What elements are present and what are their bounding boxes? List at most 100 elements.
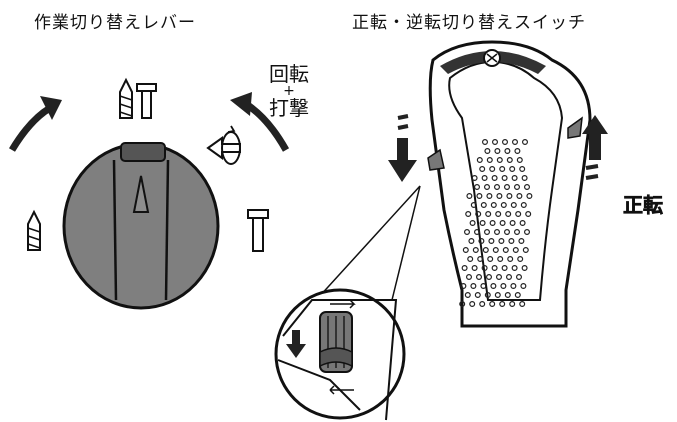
- grip-dot: [520, 283, 527, 290]
- rotation-hammer-icon: [206, 125, 241, 165]
- grip-dot: [511, 139, 518, 146]
- grip-dot: [519, 301, 526, 308]
- rotation-text: 回転: [269, 62, 309, 86]
- grip-dot: [511, 175, 518, 182]
- grip-dot: [497, 256, 504, 263]
- dial-top-tab: [120, 142, 166, 162]
- grip-dot: [466, 274, 473, 281]
- grip-dot: [504, 292, 511, 299]
- grip-dot: [466, 193, 473, 200]
- grip-dot: [468, 238, 475, 245]
- grip-dot: [479, 166, 486, 173]
- grip-dot: [484, 229, 491, 236]
- grip-dot: [477, 256, 484, 263]
- grip-dot: [511, 265, 518, 272]
- grip-dot: [494, 148, 501, 155]
- grip-dot: [486, 193, 493, 200]
- grip-dot: [479, 301, 486, 308]
- grip-dot: [509, 166, 516, 173]
- grip-dot: [499, 166, 506, 173]
- grip-dot: [487, 256, 494, 263]
- grip-dot-pattern: [459, 139, 533, 308]
- grip-dot: [500, 202, 507, 209]
- bolt-icon: [136, 83, 157, 119]
- grip-dot: [525, 211, 532, 218]
- down-arrow-icon: [388, 114, 417, 182]
- grip-dot: [514, 292, 521, 299]
- screw-slot: [486, 53, 498, 63]
- grip-dot: [489, 220, 496, 227]
- grip-dot: [496, 274, 503, 281]
- rotation-impact-label: 回転 + 打撃: [269, 64, 309, 119]
- grip-dot: [464, 229, 471, 236]
- grip-dot: [494, 292, 501, 299]
- grip-dot: [526, 193, 533, 200]
- grip-dot: [494, 229, 501, 236]
- grip-dot: [506, 193, 513, 200]
- bolt-icon: [247, 209, 269, 252]
- right-curved-arrow: [244, 101, 290, 152]
- grip-dot: [502, 139, 509, 146]
- grip-dot: [485, 211, 492, 218]
- grip-dot: [502, 247, 509, 254]
- grip-dot: [523, 229, 530, 236]
- tool-handle-outline: [428, 40, 592, 328]
- grip-dot: [481, 265, 488, 272]
- switch-left-nub: [427, 148, 445, 171]
- grip-dot: [484, 184, 491, 191]
- grip-dot: [506, 157, 513, 164]
- tool-top-cap: [440, 51, 546, 74]
- grip-dot: [522, 247, 529, 254]
- grip-dot: [480, 283, 487, 290]
- grip-dot: [520, 202, 527, 209]
- grip-dot: [490, 202, 497, 209]
- grip-dot: [521, 139, 528, 146]
- grip-dot: [491, 265, 498, 272]
- switch-right-nub: [567, 116, 583, 139]
- grip-dot: [518, 238, 525, 245]
- grip-dot: [464, 292, 471, 299]
- grip-dot: [492, 139, 499, 146]
- grip-dot: [482, 139, 489, 146]
- grip-dot: [474, 184, 481, 191]
- grip-dot: [470, 202, 477, 209]
- grip-dot: [513, 229, 520, 236]
- grip-dot: [472, 247, 479, 254]
- grip-dot: [516, 193, 523, 200]
- dial-pointer: [132, 175, 150, 213]
- grip-dot: [504, 148, 511, 155]
- grip-dot: [488, 238, 495, 245]
- grip-dot: [519, 166, 526, 173]
- grip-dot: [494, 184, 501, 191]
- drill-bit-icon: [27, 209, 41, 251]
- grip-dot: [521, 265, 528, 272]
- grip-dot: [486, 274, 493, 281]
- grip-dot: [504, 184, 511, 191]
- grip-dot: [489, 301, 496, 308]
- grip-dot: [501, 265, 508, 272]
- grip-dot: [476, 157, 483, 164]
- grip-dot: [496, 193, 503, 200]
- grip-dot: [481, 175, 488, 182]
- zoom-pointer-line: [317, 185, 421, 299]
- dial-body: [62, 142, 220, 310]
- grip-dot: [459, 301, 466, 308]
- grip-dot: [492, 247, 499, 254]
- up-arrow-icon: [582, 115, 608, 180]
- grip-dot: [509, 220, 516, 227]
- grip-dot: [491, 175, 498, 182]
- grip-dot: [516, 157, 523, 164]
- grip-dot: [496, 157, 503, 164]
- grip-dot: [499, 301, 506, 308]
- forward-label: 正転: [623, 193, 664, 218]
- grip-dot: [484, 148, 491, 155]
- grip-dot: [460, 283, 467, 290]
- dial-ridge-right: [164, 159, 170, 301]
- grip-dot: [498, 238, 505, 245]
- switch-detail-zoom: [274, 288, 406, 421]
- grip-dot: [471, 265, 478, 272]
- grip-dot: [476, 193, 483, 200]
- grip-dot: [515, 211, 522, 218]
- left-curved-arrow: [8, 104, 52, 152]
- zoom-pointer-line: [391, 185, 421, 301]
